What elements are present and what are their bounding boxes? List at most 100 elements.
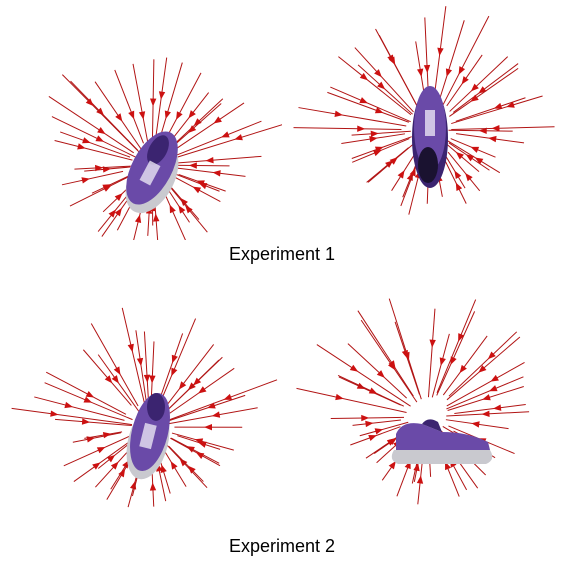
ray-arrowhead bbox=[361, 415, 369, 421]
ray-arrowhead bbox=[50, 410, 58, 416]
ray-line bbox=[172, 433, 234, 450]
ray-arrowhead bbox=[478, 86, 486, 93]
ray-arrowhead bbox=[176, 111, 183, 120]
exp2-left-svg bbox=[0, 282, 282, 527]
ray-arrowhead bbox=[77, 143, 86, 149]
ray-line bbox=[12, 408, 132, 424]
ray-arrowhead bbox=[402, 350, 408, 359]
ray-arrowhead bbox=[185, 205, 193, 213]
ray-arrowhead bbox=[488, 136, 496, 142]
ray-line bbox=[437, 311, 475, 395]
ray-arrowhead bbox=[82, 137, 91, 143]
caption-experiment-1: Experiment 1 bbox=[0, 244, 564, 265]
ray-arrowhead bbox=[204, 424, 212, 430]
ray-arrowhead bbox=[371, 131, 379, 137]
ray-line bbox=[163, 441, 207, 487]
ray-arrowhead bbox=[334, 111, 342, 117]
ray-arrowhead bbox=[482, 394, 491, 400]
ray-line bbox=[437, 300, 476, 393]
ray-arrowhead bbox=[171, 368, 177, 377]
ray-arrowhead bbox=[446, 68, 452, 77]
ray-arrowhead bbox=[465, 173, 473, 181]
ray-arrowhead bbox=[135, 214, 141, 223]
ray-arrowhead bbox=[212, 170, 220, 176]
ray-line bbox=[298, 108, 406, 126]
ray-line bbox=[171, 165, 229, 166]
ray-arrowhead bbox=[159, 91, 165, 99]
ray-arrowhead bbox=[139, 111, 145, 119]
ray-arrowhead bbox=[81, 177, 90, 183]
ray-arrowhead bbox=[459, 66, 466, 75]
ray-arrowhead bbox=[489, 385, 498, 391]
ray-arrowhead bbox=[437, 48, 443, 56]
ray-arrowhead bbox=[97, 127, 105, 134]
ray-arrowhead bbox=[86, 391, 95, 398]
ray-arrowhead bbox=[137, 358, 143, 366]
ray-line bbox=[177, 121, 261, 155]
exp2-right-svg bbox=[282, 282, 564, 527]
ray-line bbox=[55, 419, 132, 425]
panel-exp1-right bbox=[282, 0, 564, 240]
ray-arrowhead bbox=[454, 170, 461, 179]
ray-line bbox=[34, 397, 124, 420]
ray-arrowhead bbox=[64, 402, 73, 408]
ray-arrowhead bbox=[398, 170, 405, 178]
ray-arrowhead bbox=[205, 157, 213, 163]
ray-arrowhead bbox=[198, 442, 207, 448]
ray-line bbox=[438, 20, 464, 105]
ray-arrowhead bbox=[84, 397, 93, 403]
ray-arrowhead bbox=[128, 111, 134, 120]
panel-exp2-left bbox=[0, 282, 282, 527]
ray-line bbox=[428, 309, 434, 397]
ray-line bbox=[446, 377, 523, 409]
ray-line bbox=[451, 96, 542, 124]
exp1-left-svg bbox=[0, 0, 282, 240]
ray-line bbox=[451, 127, 554, 130]
ray-arrowhead bbox=[429, 340, 435, 348]
ray-arrowhead bbox=[212, 411, 220, 417]
ray-line bbox=[91, 323, 138, 406]
ray-arrowhead bbox=[128, 344, 134, 353]
ray-arrowhead bbox=[417, 69, 423, 77]
ray-line bbox=[327, 92, 408, 122]
ray-arrowhead bbox=[97, 447, 106, 453]
ray-arrowhead bbox=[466, 154, 474, 161]
ray-line bbox=[73, 433, 121, 442]
ray-line bbox=[456, 98, 526, 122]
ray-arrowhead bbox=[481, 411, 489, 417]
ray-line bbox=[450, 57, 508, 112]
exp1-right-svg bbox=[282, 0, 564, 240]
ray-arrowhead bbox=[196, 452, 205, 459]
ray-arrowhead bbox=[107, 455, 115, 463]
ray-arrowhead bbox=[462, 76, 469, 84]
ray-arrowhead bbox=[359, 97, 368, 103]
ray-arrowhead bbox=[234, 134, 243, 140]
ray-line bbox=[152, 59, 153, 137]
ray-arrowhead bbox=[450, 356, 456, 365]
ray-arrowhead bbox=[360, 73, 368, 80]
ray-arrowhead bbox=[335, 394, 344, 400]
ray-arrowhead bbox=[170, 205, 176, 214]
ray-arrowhead bbox=[92, 462, 100, 469]
ray-arrowhead bbox=[188, 110, 195, 118]
ray-line bbox=[70, 174, 133, 206]
ray-arrowhead bbox=[440, 357, 446, 366]
ray-line bbox=[449, 68, 518, 116]
ray-arrowhead bbox=[150, 98, 156, 106]
ray-arrowhead bbox=[456, 182, 462, 191]
ray-arrowhead bbox=[82, 418, 90, 424]
caption-experiment-2: Experiment 2 bbox=[0, 536, 564, 557]
exp2-right-rays bbox=[296, 299, 529, 505]
ray-arrowhead bbox=[95, 135, 104, 141]
ray-arrowhead bbox=[198, 386, 206, 393]
ray-arrowhead bbox=[171, 461, 178, 470]
ray-arrowhead bbox=[490, 375, 499, 382]
ray-line bbox=[133, 64, 149, 148]
ray-arrowhead bbox=[221, 131, 230, 137]
ray-line bbox=[172, 156, 261, 163]
panel-exp1-left bbox=[0, 0, 282, 240]
ray-arrowhead bbox=[161, 464, 167, 473]
ray-arrowhead bbox=[493, 404, 501, 410]
ray-arrowhead bbox=[115, 113, 122, 121]
